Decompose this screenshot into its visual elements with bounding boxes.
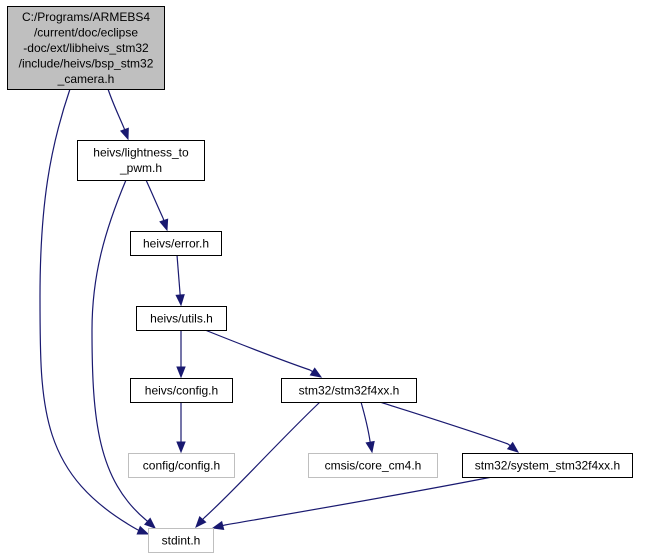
edge-lightness-to-stdint <box>91 179 157 529</box>
node-box <box>7 6 165 90</box>
node-box <box>462 453 633 478</box>
edge-stm32f4xx-to-stdint <box>195 401 321 529</box>
node-box <box>77 140 205 181</box>
edge-line <box>379 401 509 445</box>
edge-system-to-stdint <box>211 476 493 531</box>
graph-node-system[interactable]: stm32/system_stm32f4xx.h <box>462 453 633 478</box>
arrow-head-icon <box>119 127 129 141</box>
graph-node-lightness[interactable]: heivs/lightness_to_pwm.h <box>77 140 205 181</box>
edge-line <box>91 179 147 521</box>
edge-line <box>107 88 125 129</box>
node-label-line: /include/heivs/bsp_stm32 <box>19 56 154 70</box>
arrow-head-icon <box>136 525 150 535</box>
graph-node-configconfig: config/config.h <box>128 453 235 478</box>
edge-root-to-lightness <box>107 88 129 141</box>
edge-utils-to-stm32f4xx <box>204 329 323 378</box>
edge-line-join <box>309 369 313 373</box>
graph-edges <box>39 88 520 535</box>
arrow-head-icon <box>159 218 169 232</box>
node-box <box>130 231 222 256</box>
edge-line <box>203 401 321 519</box>
node-label-line: stm32/system_stm32f4xx.h <box>475 458 620 472</box>
arrow-head-icon <box>176 441 186 454</box>
node-label-line: heivs/error.h <box>143 236 209 250</box>
graph-nodes: C:/Programs/ARMEBS4/current/doc/eclipse -… <box>7 6 633 553</box>
node-label-line: /current/doc/eclipse <box>34 25 138 39</box>
graph-node-utils[interactable]: heivs/utils.h <box>136 306 227 331</box>
edge-root-to-stdint <box>39 88 150 535</box>
edge-line-join <box>507 443 511 447</box>
edge-line <box>176 254 181 294</box>
edge-error-to-utils <box>175 254 185 307</box>
edge-line-join <box>202 517 205 520</box>
edge-line <box>360 401 371 442</box>
edge-stm32f4xx-to-system <box>379 401 520 453</box>
node-label-line: stm32/stm32f4xx.h <box>299 383 400 397</box>
node-label-line: stdint.h <box>162 533 201 547</box>
arrow-head-icon <box>176 366 186 379</box>
edge-config-to-configconfig <box>176 402 186 454</box>
arrow-head-icon <box>365 440 375 454</box>
graph-node-config[interactable]: heivs/config.h <box>130 378 233 403</box>
node-label-line: config/config.h <box>143 458 220 472</box>
graph-node-error[interactable]: heivs/error.h <box>130 231 222 256</box>
edge-line <box>204 329 311 371</box>
node-label-line: C:/Programs/ARMEBS4 <box>22 10 150 24</box>
arrow-head-icon <box>309 367 323 378</box>
node-label-line: cmsis/core_cm4.h <box>325 458 422 472</box>
node-box <box>136 306 227 331</box>
node-label-line: -doc/ext/libheivs_stm32 <box>23 41 149 55</box>
graph-node-root[interactable]: C:/Programs/ARMEBS4/current/doc/eclipse -… <box>7 6 165 90</box>
edge-line-join <box>145 519 148 522</box>
edge-utils-to-config <box>176 330 186 379</box>
graph-node-stm32f4xx[interactable]: stm32/stm32f4xx.h <box>281 378 417 403</box>
edge-line <box>145 179 164 219</box>
edge-line <box>39 88 139 531</box>
node-box <box>308 453 438 478</box>
arrow-head-icon <box>506 441 520 453</box>
edge-line <box>224 476 493 526</box>
node-label-line: heivs/config.h <box>145 383 218 397</box>
node-box <box>130 378 233 403</box>
node-label-line: heivs/utils.h <box>150 311 213 325</box>
node-box <box>128 453 235 478</box>
edge-lightness-to-error <box>145 179 169 232</box>
graph-node-stdint: stdint.h <box>148 528 214 553</box>
node-label-line: heivs/lightness_to <box>93 146 189 160</box>
node-box <box>281 378 417 403</box>
node-box <box>148 528 214 553</box>
arrow-head-icon <box>175 294 185 307</box>
edge-stm32f4xx-to-corecm4 <box>360 401 375 454</box>
edge-line-join <box>123 127 126 130</box>
graph-node-corecm4: cmsis/core_cm4.h <box>308 453 438 478</box>
node-label-line: _pwm.h <box>119 161 162 175</box>
node-label-line: _camera.h <box>57 72 115 86</box>
edge-line-join <box>162 217 165 221</box>
arrow-head-icon <box>211 520 225 531</box>
edge-line-join <box>222 524 226 527</box>
